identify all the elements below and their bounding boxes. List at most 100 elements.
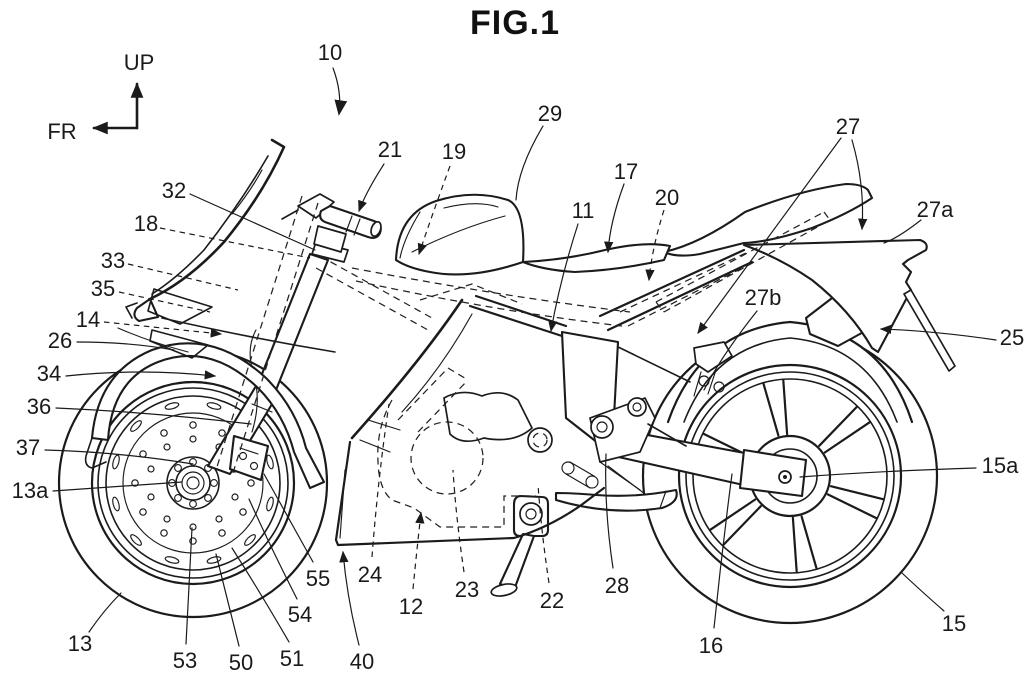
- leader-lines: [44, 67, 997, 647]
- leader-27b: [703, 310, 758, 391]
- leader-25: [879, 324, 997, 341]
- grab-rail-hidden: [655, 211, 831, 313]
- leader-50: [215, 553, 240, 647]
- ref-label-15a: 15a: [982, 453, 1019, 478]
- ref-label-54: 54: [288, 602, 312, 627]
- leader-18: [159, 227, 311, 259]
- ref-label-13a: 13a: [12, 478, 49, 503]
- leader-54: [248, 498, 298, 600]
- ref-label-27b: 27b: [745, 285, 782, 310]
- leader-33: [127, 263, 239, 291]
- ref-label-21: 21: [378, 137, 402, 162]
- ref-label-34: 34: [37, 361, 61, 386]
- ref-label-12: 12: [399, 594, 423, 619]
- leader-23: [452, 469, 465, 573]
- ref-label-24: 24: [358, 562, 382, 587]
- rearset-bracket: [561, 397, 687, 495]
- headlight: [147, 288, 213, 325]
- leader-37: [44, 449, 194, 465]
- ref-label-15: 15: [942, 611, 966, 636]
- leader-27a: [883, 219, 922, 244]
- ref-label-50: 50: [229, 650, 253, 675]
- leader-16: [713, 473, 733, 629]
- ref-label-19: 19: [442, 139, 466, 164]
- leader-21: [358, 163, 385, 213]
- leader-15: [901, 572, 945, 612]
- up-label: UP: [124, 50, 155, 75]
- tail-cowl: [655, 182, 956, 372]
- fairing-nose: [133, 297, 160, 323]
- leader-28: [605, 453, 614, 569]
- leader-36: [55, 407, 252, 425]
- ref-label-22: 22: [540, 588, 564, 613]
- belly-pan: [334, 440, 606, 547]
- hidden-lines: [215, 195, 755, 528]
- ref-label-17: 17: [614, 159, 638, 184]
- leader-10: [332, 67, 348, 116]
- leader-11: [548, 223, 579, 333]
- leader-34: [65, 370, 217, 380]
- leader-32: [189, 193, 316, 251]
- ref-label-40: 40: [350, 649, 374, 674]
- air-intake: [149, 329, 209, 359]
- ref-label-11: 11: [572, 198, 595, 223]
- ref-label-20: 20: [655, 185, 679, 210]
- ref-label-27a: 27a: [917, 197, 954, 222]
- ref-label-27: 27: [836, 114, 860, 139]
- leader-19: [417, 165, 451, 256]
- ref-label-16: 16: [699, 633, 723, 658]
- rear-spokes: [695, 379, 885, 573]
- leader-55: [263, 473, 314, 563]
- leader-17: [604, 183, 625, 254]
- ref-label-35: 35: [91, 276, 115, 301]
- ref-label-51: 51: [280, 646, 304, 671]
- leader-13: [88, 592, 122, 633]
- leader-15a: [799, 467, 977, 478]
- ref-label-53: 53: [173, 648, 197, 673]
- subframe: [598, 248, 754, 383]
- leader-40: [339, 550, 360, 646]
- ref-label-26: 26: [48, 328, 72, 353]
- front-fairing: [117, 138, 606, 547]
- windscreen: [148, 138, 286, 301]
- ref-label-33: 33: [101, 248, 125, 273]
- ref-label-32: 32: [162, 178, 186, 203]
- leader-53: [185, 527, 193, 645]
- kickstand: [490, 494, 550, 597]
- leader-27-2: [851, 139, 868, 231]
- ref-label-55: 55: [306, 566, 330, 591]
- ref-label-18: 18: [134, 211, 158, 236]
- leader-27-1: [697, 137, 842, 334]
- seat: [521, 243, 672, 274]
- ref-label-29: 29: [538, 101, 562, 126]
- ref-label-23: 23: [455, 577, 479, 602]
- leader-13a: [52, 481, 183, 492]
- ref-label-25: 25: [1000, 325, 1024, 350]
- leader-12: [412, 511, 425, 590]
- tail-blade: [903, 289, 956, 372]
- front-brake-caliper: [228, 329, 270, 482]
- fairing-edge: [350, 298, 464, 440]
- motorcycle-drawing: [57, 138, 956, 625]
- leader-26: [76, 341, 175, 351]
- handlebar: [281, 193, 382, 253]
- ref-label-10: 10: [318, 40, 342, 65]
- rear-wheel: [641, 327, 939, 625]
- ref-label-13: 13: [68, 631, 92, 656]
- reference-numerals: 10 21 19 29 17 20 11 27 27a 27b 25 32 18…: [12, 40, 1025, 675]
- rear-hugger: [666, 320, 914, 424]
- orientation-axis: UP FR: [47, 50, 154, 144]
- leader-29: [515, 125, 544, 201]
- ref-label-28: 28: [605, 573, 629, 598]
- front-fender: [84, 342, 326, 490]
- muffler: [554, 488, 678, 512]
- figure-title: FIG.1: [470, 4, 560, 42]
- fuel-tank: [394, 193, 525, 276]
- pillion-peg-bracket: [693, 341, 733, 397]
- ref-label-36: 36: [27, 394, 51, 419]
- front-wheel: [57, 347, 329, 619]
- fr-label: FR: [47, 119, 76, 144]
- leader-22: [537, 483, 550, 584]
